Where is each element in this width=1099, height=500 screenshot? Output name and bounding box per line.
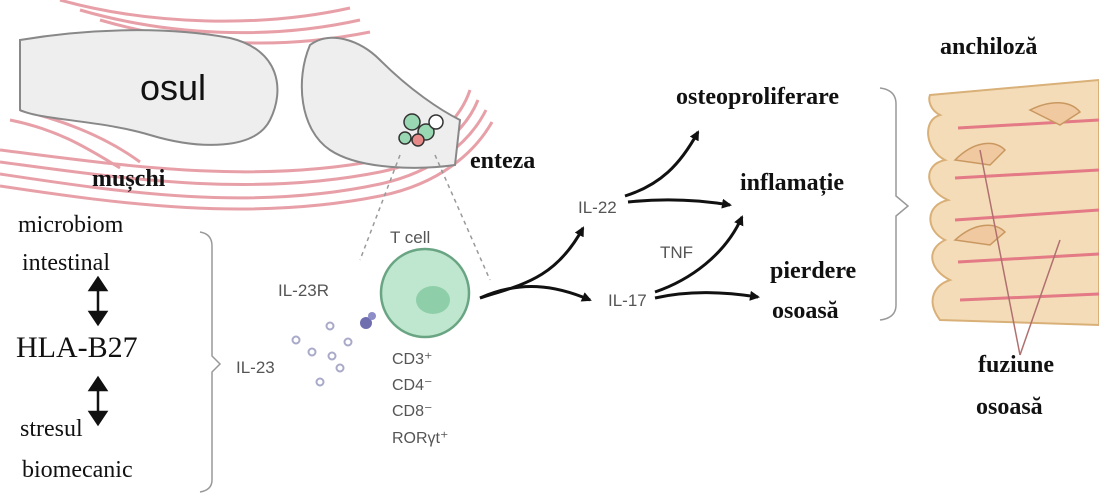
- il23-label: IL-23: [236, 358, 275, 377]
- spine-illustration: anchiloză fuziune osoasă: [928, 34, 1099, 420]
- arrow-il22-to-osteoproliferation: [625, 132, 698, 196]
- factors-bracket: [200, 232, 220, 492]
- tnf-label: TNF: [660, 243, 693, 262]
- outcomes: osteoproliferare inflamație pierdere oso…: [676, 84, 908, 324]
- ankylosis-label: anchiloză: [940, 34, 1037, 60]
- microbiome-label-line1: microbiom: [18, 212, 124, 238]
- outcomes-bracket: [880, 88, 908, 320]
- muscle-label: mușchi: [92, 166, 166, 192]
- il22-label: IL-22: [578, 198, 617, 217]
- cytokine-dots: [293, 323, 352, 386]
- risk-factors: microbiom intestinal HLA-B27 stresul bio…: [16, 212, 220, 492]
- stress-label-line1: stresul: [20, 416, 83, 442]
- il17-label: IL-17: [608, 291, 647, 310]
- inflammation-label: inflamație: [740, 170, 844, 196]
- double-arrow-icon: [90, 378, 106, 424]
- il23r-label: IL-23R: [278, 281, 329, 300]
- stress-label-line2: biomecanic: [22, 457, 133, 483]
- arrow-il22-to-inflammation: [628, 200, 730, 205]
- tcell-label: T cell: [390, 228, 430, 247]
- joint-illustration: osul mușchi enteza: [0, 0, 535, 209]
- microbiome-label-line2: intestinal: [22, 250, 110, 276]
- bone-label: osul: [140, 67, 206, 108]
- bone-loss-label-line1: pierdere: [770, 258, 857, 284]
- marker-cd4: CD4⁻: [392, 377, 432, 394]
- hla-label: HLA-B27: [16, 331, 138, 364]
- double-arrow-icon: [90, 278, 106, 324]
- arrow-tcell-to-il17: [480, 286, 590, 300]
- osteoproliferation-label: osteoproliferare: [676, 84, 839, 110]
- bone-loss-label-line2: osoasă: [772, 298, 839, 324]
- tcell-nucleus: [416, 286, 450, 314]
- receptor-icon: [360, 312, 376, 329]
- fusion-label-line1: fuziune: [978, 352, 1054, 378]
- enthesis-label: enteza: [470, 148, 535, 174]
- marker-ror: RORγt⁺: [392, 430, 448, 447]
- fusion-label-line2: osoasă: [976, 394, 1043, 420]
- marker-cd8: CD8⁻: [392, 403, 432, 420]
- arrow-il17-to-bone-loss: [655, 293, 758, 298]
- bone-right: [302, 38, 460, 168]
- marker-cd3: CD3⁺: [392, 351, 432, 368]
